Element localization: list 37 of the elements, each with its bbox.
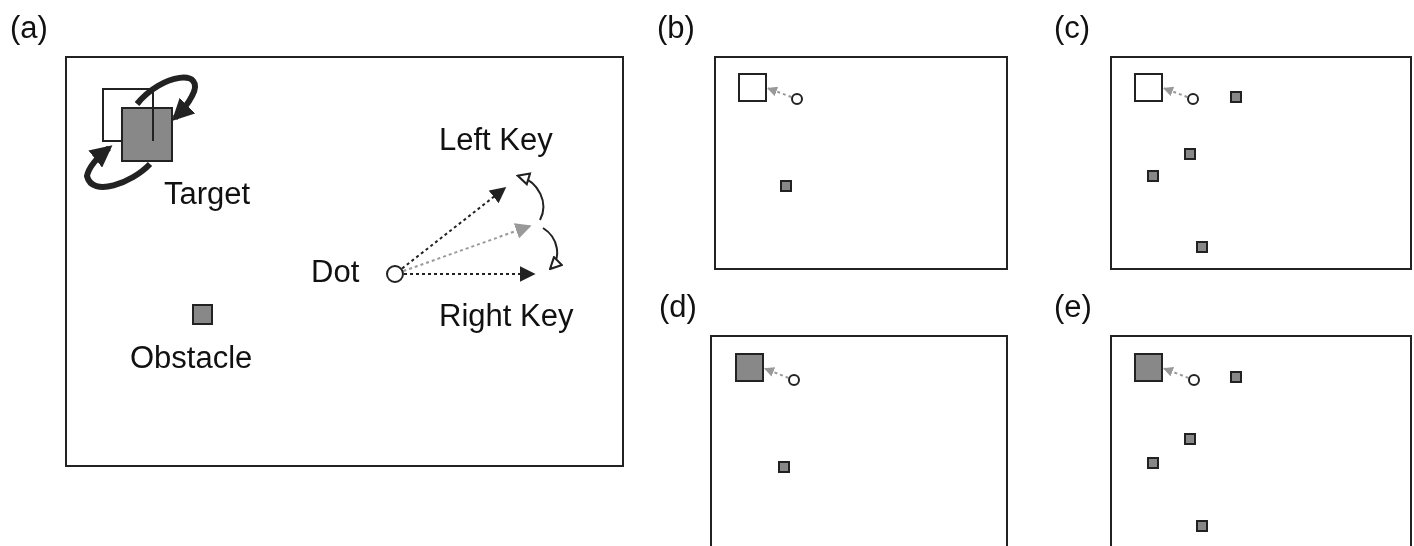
dot-circle xyxy=(386,265,404,283)
obstacle-square xyxy=(1196,241,1208,253)
obstacle-square xyxy=(1184,433,1196,445)
obstacle-square xyxy=(1184,148,1196,160)
obstacle-square xyxy=(1147,457,1159,469)
key-label: Right Key xyxy=(439,300,574,331)
obstacle-square xyxy=(778,461,790,473)
dot-circle xyxy=(788,374,800,386)
target-square xyxy=(1134,73,1163,102)
dot-circle xyxy=(1188,374,1200,386)
dot-circle xyxy=(791,93,803,105)
dashed-arrow xyxy=(403,266,536,282)
obstacle-label: Obstacle xyxy=(130,342,253,373)
dashed-arrow xyxy=(764,367,790,379)
panel-label: (c) xyxy=(1054,12,1091,43)
key-label: Left Key xyxy=(439,124,553,155)
obstacle-square xyxy=(1196,520,1208,532)
panel-label: (e) xyxy=(1054,291,1092,322)
dot-label: Dot xyxy=(311,256,360,287)
obstacle-square xyxy=(1147,170,1159,182)
dashed-arrow xyxy=(767,86,793,98)
obstacle-square xyxy=(780,180,792,192)
target-square xyxy=(738,73,767,102)
panel-label: (a) xyxy=(10,12,48,43)
panel-label: (b) xyxy=(657,12,695,43)
dashed-arrow xyxy=(1163,86,1189,98)
target-label: Target xyxy=(164,178,251,209)
dashed-arrow xyxy=(1163,367,1190,379)
obstacle-square xyxy=(1230,371,1242,383)
target-square xyxy=(735,353,764,382)
dot-circle xyxy=(1187,93,1199,105)
dashed-arrow xyxy=(401,187,507,270)
target-square xyxy=(1134,353,1163,382)
obstacle-square xyxy=(1230,91,1242,103)
dashed-arrow xyxy=(402,223,532,272)
obstacle-square xyxy=(192,304,213,325)
panel-label: (d) xyxy=(659,291,697,322)
